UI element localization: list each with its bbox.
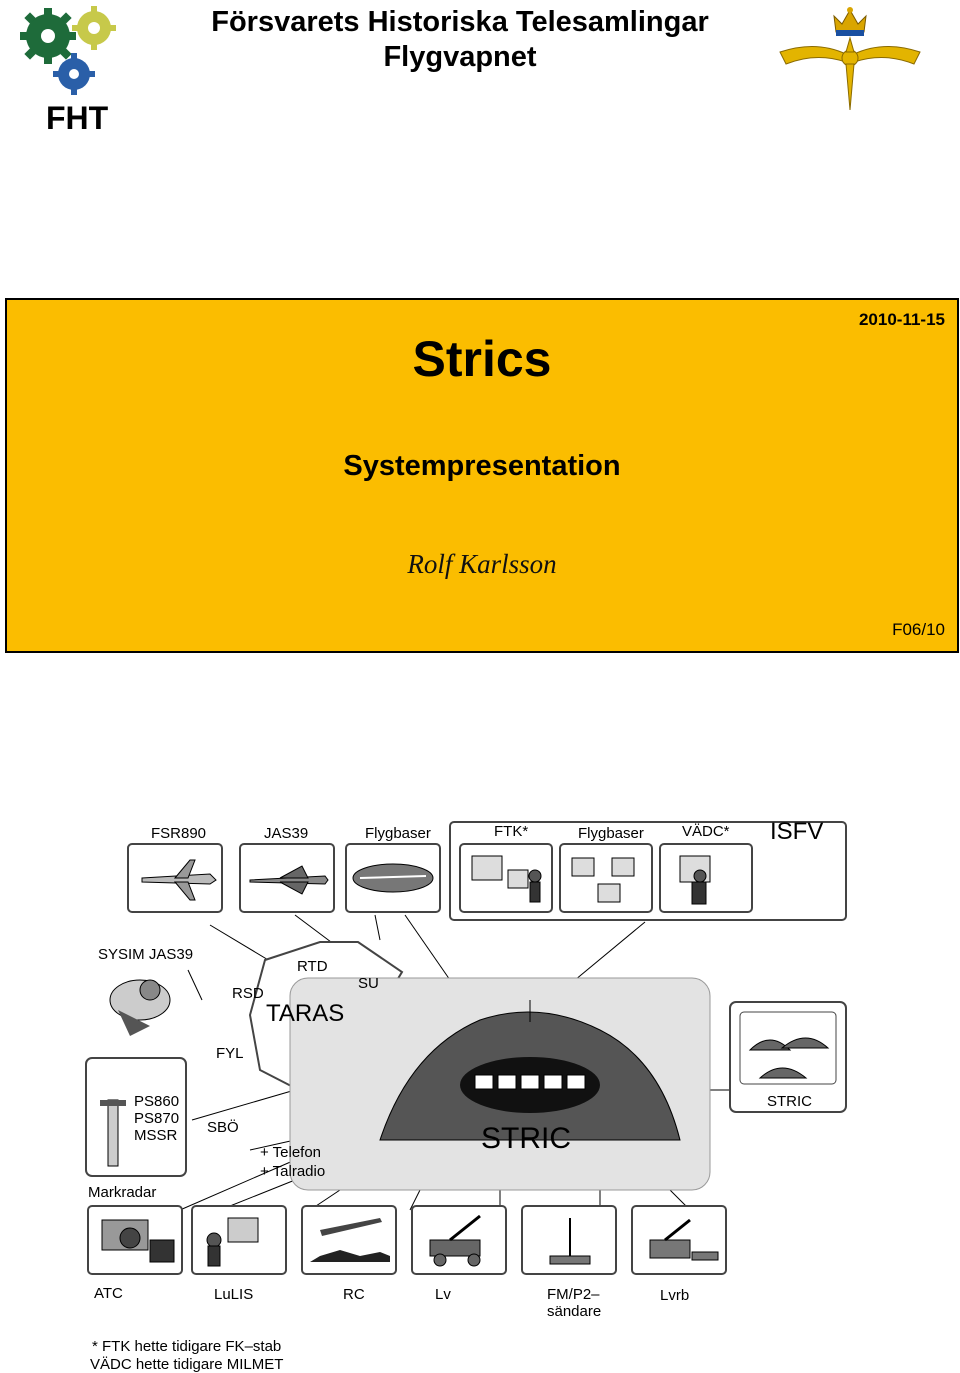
rc-tile [302, 1206, 396, 1274]
label-flygbaser: Flygbaser [365, 825, 431, 842]
slide-author: Rolf Karlsson [7, 549, 957, 580]
label-sysim: SYSIM JAS39 [98, 946, 193, 963]
label-talradio: + Talradio [260, 1163, 325, 1180]
label-rc: RC [343, 1286, 365, 1303]
label-vadc: VÄDC* [682, 823, 730, 840]
label-taras: TARAS [266, 1005, 344, 1022]
air-force-emblem-icon [776, 2, 924, 114]
label-fsr890: FSR890 [151, 825, 206, 842]
diagram-graphics [80, 800, 880, 1373]
label-lulis: LuLIS [214, 1286, 253, 1303]
slide-date: 2010-11-15 [859, 310, 945, 330]
label-lv: Lv [435, 1286, 451, 1303]
label-stric-center: STRIC [481, 1130, 571, 1147]
label-fm-p2: FM/P2– sändare [547, 1286, 601, 1320]
header-subtitle: Flygvapnet [160, 41, 760, 73]
label-atc: ATC [94, 1285, 123, 1302]
label-rsd: RSD [232, 985, 264, 1002]
slide-code: F06/10 [892, 620, 945, 640]
label-telefon: + Telefon [260, 1144, 321, 1161]
label-stric-box: STRIC [767, 1093, 812, 1110]
bottom-tiles [88, 1206, 726, 1274]
label-lvrb: Lvrb [660, 1287, 689, 1304]
footnote-vadc: VÄDC hette tidigare MILMET [90, 1356, 283, 1373]
fht-logo-text: FHT [46, 100, 108, 137]
gear-blue-icon [53, 53, 95, 95]
label-jas39: JAS39 [264, 825, 308, 842]
label-rtd: RTD [297, 958, 328, 975]
slide-subtitle: Systempresentation [7, 450, 957, 483]
label-fyl: FYL [216, 1045, 244, 1062]
label-flygbaser-2: Flygbaser [578, 825, 644, 842]
gear-yellow-icon [72, 6, 116, 50]
label-markradar: Markradar [88, 1184, 156, 1201]
label-radar-types: PS860 PS870 MSSR [134, 1093, 179, 1144]
title-slide: 2010-11-15 Strics Systempresentation Rol… [5, 298, 959, 653]
label-sbo: SBÖ [207, 1119, 239, 1136]
header-title: Försvarets Historiska Telesamlingar [160, 6, 760, 38]
sysim-simulator-icon [110, 980, 170, 1036]
slide-title: Strics [7, 330, 957, 388]
label-ftk: FTK* [494, 823, 528, 840]
footnote-ftk: * FTK hette tidigare FK–stab [92, 1338, 281, 1355]
label-su: SU [358, 975, 379, 992]
crown-icon [834, 7, 866, 36]
gear-green-icon [20, 8, 76, 64]
label-isfv: ISFV [770, 823, 823, 840]
system-diagram: FSR890 JAS39 Flygbaser FTK* Flygbaser VÄ… [80, 800, 880, 1373]
airbase-icon [353, 864, 433, 892]
